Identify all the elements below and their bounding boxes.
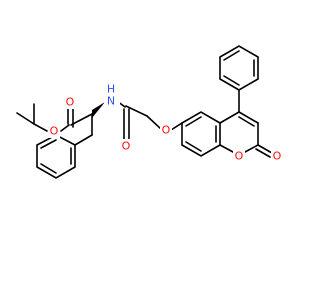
phenyl-upper-double-3 [223,75,240,86]
atom-label-o-ether: O [162,124,171,137]
atom-o-carbonyl-ester: O [64,96,76,109]
phenyl-lower-double-2 [40,163,57,174]
pyrone-bond-c4a-c4 [219,111,240,124]
bond-ester-carbon-alpha [70,113,93,126]
lactone-carbonyl-double-a [257,144,273,154]
bond-layer [16,45,273,179]
phenyl-lower-double-1 [40,139,57,149]
bond-alpha-nitrogen-wedge [92,102,105,118]
phenyl-ring-lower [36,134,76,179]
coumarin-benzo-ring [181,111,221,157]
atom-label-o-ester: O [50,125,59,138]
bond-isopropyl-oxygen [33,123,48,132]
pyrone-bond-c4-c3-double [238,116,255,127]
bond-oxygen-ester-carbon [60,124,70,132]
pyrone-bond-c4-c3 [238,111,259,124]
atom-label-o-ring: O [235,150,244,163]
atom-label-nh-nitrogen: N [107,95,115,108]
bond-ether-oxygen-ring [170,122,183,131]
atom-o-amide: O [120,139,132,153]
bond-amide-carbon-methylene [125,105,148,117]
bond-isopropyl-methyl-left [16,112,35,125]
benzo-double-1 [185,116,202,127]
pyrone-bond-o1-c8a [219,144,234,153]
atom-o-lactone: O [271,149,283,163]
atom-label-nh-hydrogen: H [107,83,115,96]
bond-ch2-phenyl [74,134,93,146]
molecule-structure-diagram: O O H N O O O O [16,45,283,179]
benzo-double-3 [185,141,202,152]
atom-nh: H N [104,83,120,108]
atom-label-o-lactone: O [273,150,282,163]
atom-label-o-amide: O [122,140,131,153]
atom-o-ether: O [160,124,172,137]
phenyl-upper-double-1 [223,50,240,61]
bond-methylene-ether-oxygen [146,115,162,130]
pyrone-bond-c2-o1 [244,144,259,153]
phenyl-ring-upper [219,45,259,91]
atom-label-layer: O O H N O O O O [48,83,283,163]
atom-label-o-carbonyl-ester: O [66,96,75,109]
atom-o-ring: O [233,150,245,163]
atom-o-ester: O [48,125,60,138]
lactone-carbonyl-double-b [255,148,271,158]
